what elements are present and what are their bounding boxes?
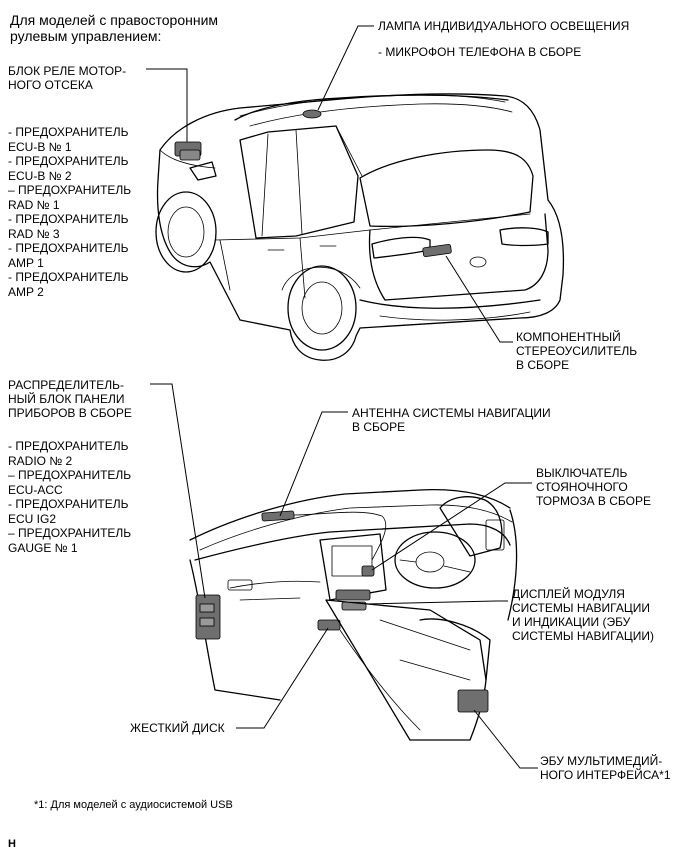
steering-note: Для моделей с правосторонним рулевым упр…	[10, 12, 219, 44]
label-junction-fuses: - ПРЕДОХРАНИТЕЛЬ RADIO № 2 – ПРЕДОХРАНИТ…	[8, 439, 132, 555]
label-multimedia-ecu: ЭБУ МУЛЬТИМЕДИЙ- НОГО ИНТЕРФЕЙСА*1	[540, 754, 671, 782]
vehicle-drawing	[155, 93, 565, 361]
footnote: *1: Для моделей с аудиосистемой USB	[34, 799, 233, 811]
vehicle-leader-lines	[146, 25, 513, 343]
label-hard-disk: ЖЕСТКИЙ ДИСК	[130, 721, 225, 735]
label-instrument-junction-block: РАСПРЕДЕЛИТЕЛЬ- НЫЙ БЛОК ПАНЕЛИ ПРИБОРОВ…	[8, 378, 132, 420]
label-engine-fuses: - ПРЕДОХРАНИТЕЛЬ ECU-B № 1 - ПРЕДОХРАНИТ…	[8, 125, 132, 299]
label-navigation-antenna: АНТЕННА СИСТЕМЫ НАВИГАЦИИ В СБОРЕ	[352, 406, 551, 434]
dashboard-drawing	[189, 489, 518, 741]
label-engine-relay-block: БЛОК РЕЛЕ МОТОР- НОГО ОТСЕКА	[8, 64, 127, 92]
label-parking-brake-switch: ВЫКЛЮЧАТЕЛЬ СТОЯНОЧНОГО ТОРМОЗА В СБОРЕ	[536, 466, 651, 508]
label-microphone: - МИКРОФОН ТЕЛЕФОНА В СБОРЕ	[378, 45, 582, 59]
figure-code: H	[8, 838, 16, 850]
interior-leader-lines	[150, 383, 538, 769]
label-navigation-display: ДИСПЛЕЙ МОДУЛЯ СИСТЕМЫ НАВИГАЦИИ И ИНДИК…	[512, 587, 654, 643]
label-room-lamp: ЛАМПА ИНДИВИДУАЛЬНОГО ОСВЕЩЕНИЯ	[378, 19, 630, 33]
label-stereo-amplifier: КОМПОНЕНТНЫЙ СТЕРЕОУСИЛИТЕЛЬ В СБОРЕ	[516, 330, 638, 372]
